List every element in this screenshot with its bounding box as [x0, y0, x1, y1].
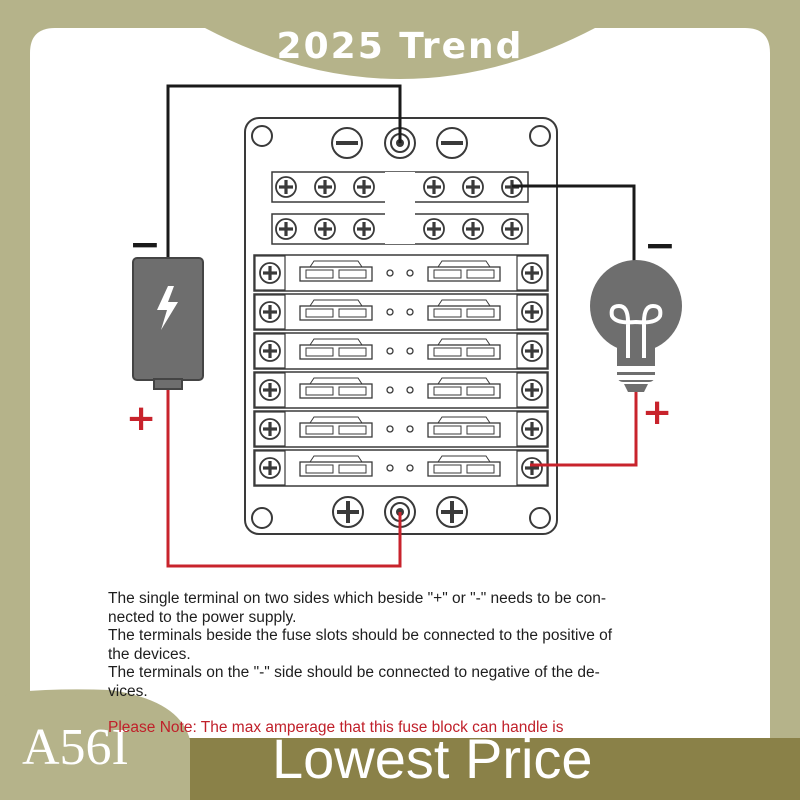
plus-screw: [436, 496, 468, 528]
fuse-slot: [427, 338, 501, 360]
fuse-terminal-screw: [521, 457, 543, 479]
fuse-terminal-screw: [259, 262, 281, 284]
fuse-row: [253, 293, 549, 331]
lightning-icon: [157, 286, 178, 330]
mount-hole: [251, 125, 273, 147]
fuse-row: [253, 371, 549, 409]
fuse-slot: [427, 416, 501, 438]
description-line: The terminals on the "-" side should be …: [108, 664, 600, 681]
light-bulb-icon: [590, 260, 682, 392]
fuse-row: [253, 254, 549, 292]
bus-screw: [314, 218, 336, 240]
price-label: Lowest Price: [272, 727, 593, 790]
description-line: vices.: [108, 682, 148, 700]
negative-wire: [166, 84, 402, 260]
minus-screw: [331, 127, 363, 159]
trend-title: 2025 Trend: [276, 26, 524, 67]
fuse-terminal-screw: [521, 262, 543, 284]
bus-screw: [353, 218, 375, 240]
description-line: The single terminal on two sides which b…: [108, 590, 607, 607]
fuse-slot: [299, 416, 373, 438]
fuse-slot: [427, 377, 501, 399]
bus-screw: [353, 176, 375, 198]
fuse-slot: [299, 377, 373, 399]
bus-screw: [423, 218, 445, 240]
mount-hole: [529, 507, 551, 529]
bulb-positive-wire: [530, 388, 638, 467]
minus-screw: [436, 127, 468, 159]
bulb-plus-sign: +: [642, 392, 673, 433]
product-code: A56I: [22, 719, 129, 776]
fuse-slot: [299, 260, 373, 282]
fuse-slot: [427, 455, 501, 477]
description-line: the devices.: [108, 645, 191, 663]
bulb-negative-wire: [512, 184, 636, 262]
fuse-terminal-screw: [259, 340, 281, 362]
mount-hole: [529, 125, 551, 147]
fuse-slot: [299, 338, 373, 360]
description-line: nected to the power supply.: [108, 608, 297, 626]
bus-screw: [275, 218, 297, 240]
top-banner: [205, 28, 595, 79]
fuse-terminal-screw: [259, 301, 281, 323]
bus-screw: [275, 176, 297, 198]
plus-screw: [332, 496, 364, 528]
fuse-slot: [427, 299, 501, 321]
positive-wire: [166, 390, 402, 568]
bus-screw: [462, 218, 484, 240]
fuse-row: [253, 449, 549, 487]
bus-screw: [462, 176, 484, 198]
fuse-slot: [299, 455, 373, 477]
bulb-minus-sign: −: [644, 223, 676, 267]
fuse-terminal-screw: [259, 418, 281, 440]
fuse-row: [253, 332, 549, 370]
fuse-slot: [299, 299, 373, 321]
fuse-terminal-screw: [259, 457, 281, 479]
mount-hole: [251, 507, 273, 529]
fuse-terminal-screw: [259, 379, 281, 401]
corner-tab: [0, 689, 190, 800]
fuse-terminal-screw: [521, 301, 543, 323]
description-line: The terminals beside the fuse slots shou…: [108, 627, 613, 644]
amperage-note: Please Note: The max amperage that this …: [108, 719, 564, 736]
battery-minus-sign: −: [129, 222, 161, 266]
battery-plus-sign: +: [126, 398, 157, 439]
description-text: The single terminal on two sides which b…: [108, 590, 708, 701]
fuse-row: [253, 410, 549, 448]
battery-icon: [132, 257, 204, 390]
bus-screw: [501, 218, 523, 240]
fuse-terminal-screw: [521, 340, 543, 362]
bus-screw: [314, 176, 336, 198]
fuse-terminal-screw: [521, 379, 543, 401]
fuse-terminal-screw: [521, 418, 543, 440]
bus-screw: [423, 176, 445, 198]
fuse-slot: [427, 260, 501, 282]
